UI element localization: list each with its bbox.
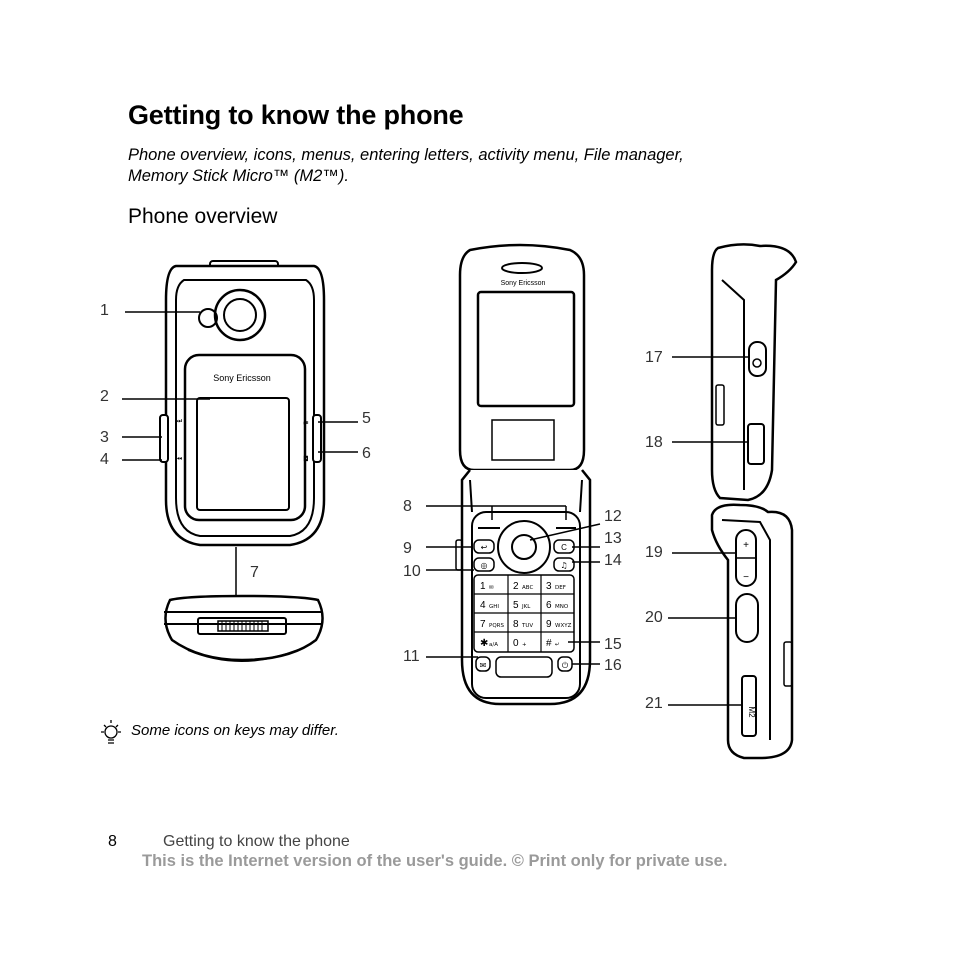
callout-9: 9 [403,540,412,557]
internet-icon: ◎ [481,561,488,570]
callout-21: 21 [645,695,663,712]
call-key-icon: ✉ [480,661,487,670]
key-letters-4: JKL [521,604,531,610]
lightbulb-icon [101,720,121,744]
clear-key-label: C [561,543,567,552]
chapter-summary-line-2: Memory Stick Micro™ (M2™). [128,167,349,185]
key-letters-0: ✉ [489,585,494,591]
callout-6: 6 [362,445,371,462]
page-title: Getting to know the phone [128,100,464,130]
rewind-icon: ⏮ [176,455,182,463]
phone-bottom-view [164,594,324,662]
memory-slot-label: M2 [747,706,756,718]
front-brand-label: Sony Ericsson [213,373,271,383]
callout-18: 18 [645,434,663,451]
activity-menu-icon: ♫ [560,561,567,570]
callout-19: 19 [645,544,663,561]
key-letters-7: TUV [521,623,533,629]
callout-5: 5 [362,410,371,427]
callout-8: 8 [403,498,412,515]
callout-12: 12 [604,508,622,525]
key-letters-3: GHI [489,604,499,610]
fast-forward-icon: ⏭ [176,417,183,425]
key-letters-6: PQRS [489,623,504,629]
key-digit-5: 6 [546,600,552,611]
end-key-icon: ⏻ [562,661,569,670]
key-digit-10: 0 [513,638,519,649]
key-digit-6: 7 [480,619,486,630]
key-letters-1: ABC [522,585,533,591]
key-letters-9: a/A [489,642,498,648]
phone-front-closed: Sony Ericsson ⏭ ⏮ ⏯ ◘ [159,260,326,547]
key-digit-2: 3 [546,581,552,592]
key-digit-7: 8 [513,619,519,630]
back-icon: ↩ [481,543,488,552]
camera-key-icon: ◘ [303,455,309,463]
phone-side-view-left: + − M2 [710,503,794,760]
callout-20: 20 [645,609,663,626]
page-number: 8 [108,833,117,850]
volume-up-icon: + [743,540,749,551]
section-title: Phone overview [128,205,278,228]
callout-1: 1 [100,302,109,319]
key-digit-1: 2 [513,581,519,592]
callout-11: 11 [403,648,420,665]
volume-down-icon: − [743,572,749,583]
key-digit-4: 5 [513,600,519,611]
inner-brand-label: Sony Ericsson [501,280,546,287]
key-digit-8: 9 [546,619,552,630]
key-letters-10: + [522,642,527,648]
footer-copyright-note: This is the Internet version of the user… [142,852,728,870]
key-digit-9: ✱ [480,638,488,649]
callout-15: 15 [604,636,622,653]
callout-17: 17 [645,349,663,366]
callout-7: 7 [250,564,259,581]
callout-4: 4 [100,451,109,468]
phone-side-view-right [710,243,798,502]
key-letters-11: ↵ [555,642,560,648]
key-digit-0: 1 [480,581,486,592]
callout-13: 13 [604,530,622,547]
key-letters-2: DEF [555,585,566,591]
callout-10: 10 [403,563,421,580]
key-digit-3: 4 [480,600,486,611]
callout-16: 16 [604,657,622,674]
key-letters-5: MNO [555,604,569,610]
play-pause-icon: ⏯ [303,419,309,427]
key-letters-8: WXYZ [555,623,572,629]
leader-lines [122,311,748,706]
callout-2: 2 [100,388,109,405]
key-digit-11: # [546,638,552,649]
chapter-summary-line-1: Phone overview, icons, menus, entering l… [128,146,684,164]
callout-14: 14 [604,552,622,569]
chapter-summary: Phone overview, icons, menus, entering l… [128,145,808,187]
footer-chapter-title: Getting to know the phone [163,833,350,850]
callout-3: 3 [100,429,109,446]
tip-text: Some icons on keys may differ. [131,722,339,739]
